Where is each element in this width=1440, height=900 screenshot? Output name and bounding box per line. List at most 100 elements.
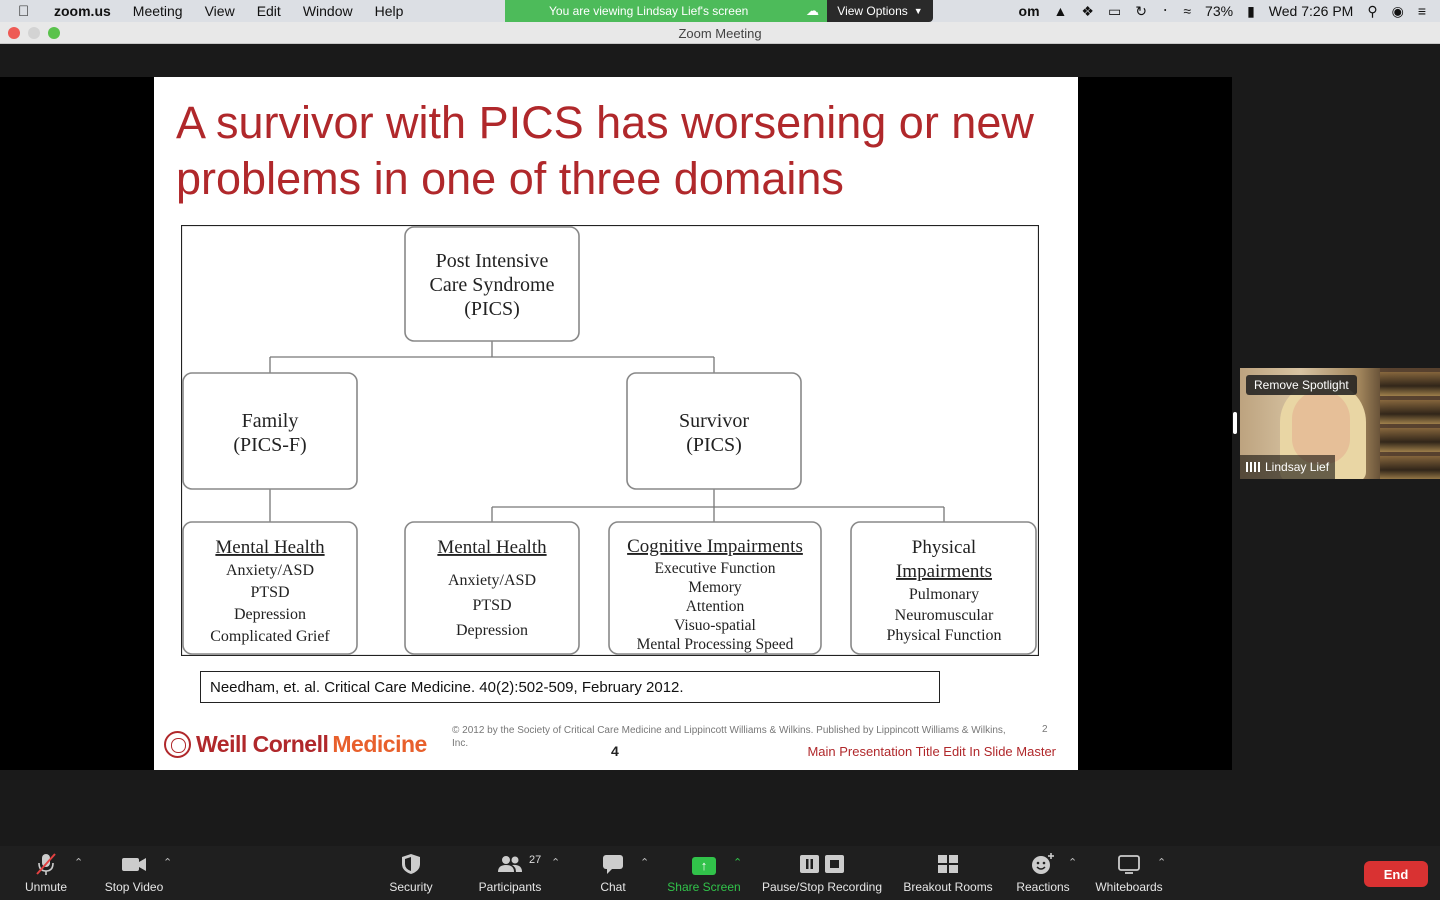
remove-spotlight-button[interactable]: Remove Spotlight [1246, 375, 1357, 395]
menu-window[interactable]: Window [302, 3, 353, 19]
apple-icon[interactable]:  [18, 3, 38, 20]
survivor-mental-heading: Mental Health [437, 537, 547, 558]
stop-video-button[interactable]: Stop Video [100, 852, 168, 896]
dropbox-icon[interactable]: ❖ [1081, 2, 1094, 19]
share-options-caret-icon[interactable]: ⌃ [733, 857, 743, 869]
reactions-button[interactable]: Reactions [1012, 852, 1074, 896]
meeting-toolbar: Unmute ⌃ Stop Video ⌃ Security [0, 846, 1440, 900]
chat-label: Chat [600, 880, 626, 894]
menu-help[interactable]: Help [374, 3, 404, 19]
participants-icon: 27 [497, 852, 541, 876]
participant-count: 27 [529, 854, 542, 866]
clock[interactable]: Wed 7:26 PM [1268, 3, 1354, 19]
logo-text-medicine: Medicine [332, 731, 427, 757]
physical-item: Physical Function [886, 627, 1001, 644]
end-meeting-button[interactable]: End [1364, 861, 1428, 887]
survivor-mental-item: Anxiety/ASD [448, 572, 536, 589]
reactions-options-caret-icon[interactable]: ⌃ [1068, 857, 1078, 869]
window-fullscreen-button[interactable] [48, 27, 60, 39]
survivor-line-1: Survivor [679, 410, 749, 432]
airplay-icon[interactable]: ▭ [1107, 2, 1122, 19]
menu-view[interactable]: View [204, 3, 235, 19]
drive-icon[interactable]: ▲ [1053, 3, 1068, 19]
citation-box: Needham, et. al. Critical Care Medicine.… [200, 671, 940, 703]
speaker-video-tile[interactable]: Remove Spotlight Lindsay Lief [1240, 368, 1440, 479]
battery-percent[interactable]: 73% [1205, 3, 1234, 19]
window-title: Zoom Meeting [678, 26, 762, 41]
slide-master-title: Main Presentation Title Edit In Slide Ma… [807, 744, 1056, 759]
weill-cornell-logo: Weill Cornell Medicine [164, 731, 427, 758]
wifi-icon[interactable]: ≈ [1183, 3, 1192, 19]
whiteboards-button[interactable]: Whiteboards [1090, 852, 1168, 896]
family-line-2: (PICS-F) [233, 434, 306, 456]
battery-icon[interactable]: ▮ [1247, 2, 1255, 19]
menubar-status-area: om ▲ ❖ ▭ ↻ ᛫ ≈ 73% ▮ Wed 7:26 PM ⚲ ◉ ≡ [1019, 0, 1440, 22]
survivor-line-2: (PICS) [686, 434, 742, 456]
video-options-caret-icon[interactable]: ⌃ [163, 857, 173, 869]
unmute-label: Unmute [24, 880, 68, 894]
view-options-label: View Options [837, 4, 908, 18]
shared-screen-view[interactable]: A survivor with PICS has worsening or ne… [0, 77, 1232, 770]
speaker-face [1292, 390, 1350, 464]
view-options-button[interactable]: View Options ▼ [827, 0, 933, 22]
panel-resize-handle[interactable] [1233, 412, 1237, 434]
family-mental-item: Depression [234, 606, 306, 623]
share-screen-button[interactable]: ↑ Share Screen [664, 852, 744, 896]
grid-icon-svg [938, 855, 958, 873]
camera-icon-svg [122, 858, 146, 871]
recording-label: Pause/Stop Recording [761, 880, 883, 894]
cognitive-item: Mental Processing Speed [637, 636, 794, 653]
window-close-button[interactable] [8, 27, 20, 39]
menu-edit[interactable]: Edit [256, 3, 281, 19]
share-screen-label: Share Screen [667, 880, 741, 894]
participants-label: Participants [478, 880, 542, 894]
chevron-down-icon: ▼ [913, 6, 923, 16]
root-line-1: Post Intensive [436, 250, 549, 272]
smiley-plus-icon [1030, 852, 1056, 876]
survivor-mental-item: PTSD [472, 597, 511, 614]
window-minimize-button[interactable] [28, 27, 40, 39]
recording-controls-icon [798, 852, 846, 876]
chat-bubble-icon [601, 852, 625, 876]
time-machine-icon[interactable]: ↻ [1135, 2, 1147, 19]
chat-options-caret-icon[interactable]: ⌃ [640, 857, 650, 869]
notification-center-icon[interactable]: ≡ [1417, 3, 1426, 19]
menu-zoom-us[interactable]: zoom.us [54, 3, 111, 19]
chat-icon-svg [603, 855, 623, 874]
pics-diagram: Post Intensive Care Syndrome (PICS) Fami… [180, 224, 1040, 657]
audio-options-caret-icon[interactable]: ⌃ [74, 857, 84, 869]
pause-stop-recording-button[interactable]: Pause/Stop Recording [758, 852, 886, 896]
cognitive-heading: Cognitive Impairments [627, 536, 803, 557]
pics-diagram-svg: Post Intensive Care Syndrome (PICS) Fami… [180, 224, 1040, 657]
unmute-button[interactable]: Unmute [18, 852, 74, 896]
window-titlebar: Zoom Meeting [0, 22, 1440, 44]
participants-button[interactable]: 27 Participants [472, 852, 548, 896]
family-mental-item: PTSD [250, 584, 289, 601]
breakout-rooms-button[interactable]: Breakout Rooms [900, 852, 996, 896]
spotlight-search-icon[interactable]: ⚲ [1367, 2, 1378, 19]
whiteboard-icon [1117, 852, 1141, 876]
participants-options-caret-icon[interactable]: ⌃ [551, 857, 561, 869]
meeting-area: A survivor with PICS has worsening or ne… [0, 44, 1440, 846]
siri-icon[interactable]: ◉ [1391, 2, 1404, 19]
speaker-name-bar: Lindsay Lief [1240, 455, 1336, 479]
mic-icon-svg [36, 853, 56, 875]
copyright-text: © 2012 by the Society of Critical Care M… [452, 725, 1006, 749]
bluetooth-icon[interactable]: ᛫ [1160, 3, 1170, 19]
cloud-recording-icon: ☁ [806, 3, 819, 18]
video-camera-icon [121, 852, 147, 876]
share-arrow-icon: ↑ [692, 857, 716, 875]
whiteboards-options-caret-icon[interactable]: ⌃ [1157, 857, 1167, 869]
smiley-icon-svg [1032, 853, 1054, 874]
slide-title: A survivor with PICS has worsening or ne… [176, 97, 1034, 204]
diagram-boxes [182, 226, 1037, 655]
stop-video-label: Stop Video [104, 880, 164, 894]
muted-microphone-icon [34, 852, 58, 876]
share-screen-icon: ↑ [692, 852, 716, 876]
reactions-label: Reactions [1016, 880, 1070, 894]
zoom-menu-extra-icon[interactable]: om [1018, 3, 1040, 19]
menu-meeting[interactable]: Meeting [132, 3, 183, 19]
chat-button[interactable]: Chat [594, 852, 632, 896]
security-button[interactable]: Security [384, 852, 438, 896]
root-line-3: (PICS) [464, 298, 520, 320]
